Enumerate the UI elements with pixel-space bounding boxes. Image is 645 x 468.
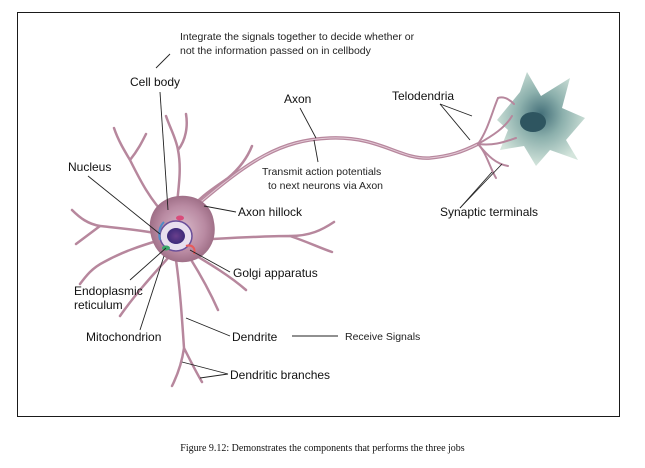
label-axon: Axon xyxy=(284,92,311,106)
label-dendritic-branches: Dendritic branches xyxy=(230,368,330,382)
label-endoplasmic-reticulum: Endoplasmic reticulum xyxy=(74,284,146,312)
telodendria-branches xyxy=(477,96,517,179)
annotation-transmit: Transmit action potentials to next neuro… xyxy=(262,166,384,192)
next-neuron xyxy=(497,72,585,166)
annotation-integrate: Integrate the signals together to decide… xyxy=(180,31,417,57)
er-shape xyxy=(158,221,165,241)
annotation-receive: Receive Signals xyxy=(345,331,420,343)
label-telodendria: Telodendria xyxy=(392,89,454,103)
leader-lines xyxy=(87,53,503,379)
figure-frame xyxy=(17,12,620,417)
figure-caption: Figure 9.12: Demonstrates the components… xyxy=(180,443,465,454)
label-mitochondrion: Mitochondrion xyxy=(86,330,161,344)
label-synaptic-terminals: Synaptic terminals xyxy=(440,205,538,219)
label-axon-hillock: Axon hillock xyxy=(238,205,303,219)
label-golgi-apparatus: Golgi apparatus xyxy=(233,266,318,280)
label-nucleus: Nucleus xyxy=(68,160,111,174)
label-cell-body: Cell body xyxy=(130,75,180,89)
label-dendrite: Dendrite xyxy=(232,330,278,344)
cell-body xyxy=(149,195,215,263)
